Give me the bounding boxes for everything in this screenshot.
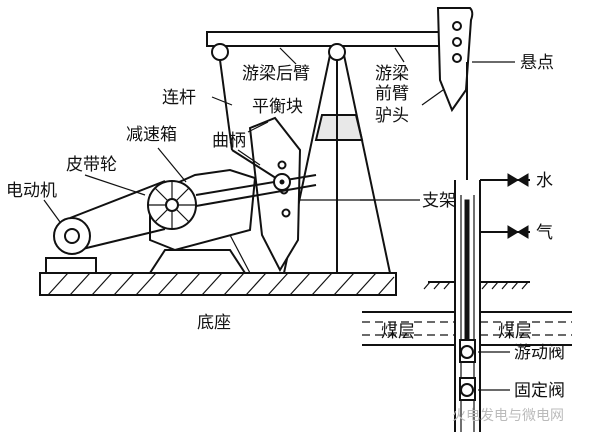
- label-crank: 曲柄: [212, 131, 246, 151]
- label-walking-beam-front-2: 前臂: [375, 84, 409, 104]
- standing-valve: [459, 377, 476, 401]
- motor: [45, 217, 97, 274]
- label-gearbox: 减速箱: [126, 125, 177, 145]
- walking-beam: [206, 31, 463, 151]
- label-coal-seam-left: 煤层: [381, 322, 415, 342]
- label-gas: 气: [536, 223, 553, 243]
- label-horsehead: 驴头: [375, 106, 409, 126]
- label-counterweight: 平衡块: [252, 97, 303, 117]
- label-motor: 电动机: [6, 181, 57, 201]
- label-coal-seam-right: 煤层: [498, 322, 532, 342]
- coal-seam-right: [480, 311, 572, 346]
- base: [39, 272, 397, 296]
- label-walking-beam-rear: 游梁后臂: [242, 64, 310, 84]
- horsehead: [436, 7, 474, 113]
- leader-lines: [43, 47, 515, 391]
- labels: 游梁后臂 游梁 前臂 驴头 悬点 连杆 平衡块 减速箱 曲柄 皮带轮 电动机 支…: [6, 53, 565, 424]
- watermark-text: 火电发电与微电网: [452, 408, 564, 424]
- label-water: 水: [536, 171, 553, 191]
- label-suspension-point: 悬点: [520, 53, 554, 73]
- label-base: 底座: [197, 313, 231, 333]
- traveling-valve: [459, 339, 476, 363]
- label-traveling-valve: 游动阀: [514, 343, 565, 363]
- label-standing-valve: 固定阀: [514, 381, 565, 401]
- gas-outlet: [480, 225, 530, 239]
- label-connecting-rod: 连杆: [162, 88, 196, 108]
- support-frame: [282, 54, 392, 274]
- belt-pulley: [147, 180, 197, 230]
- coal-seam-left: [362, 311, 455, 346]
- ground-surface: [423, 281, 530, 290]
- label-belt-pulley: 皮带轮: [66, 155, 117, 175]
- connecting-rod: [195, 149, 317, 207]
- water-outlet: [480, 173, 530, 187]
- label-support: 支架: [422, 191, 456, 211]
- label-walking-beam-front-1: 游梁: [375, 64, 409, 84]
- counterweight: [248, 116, 302, 273]
